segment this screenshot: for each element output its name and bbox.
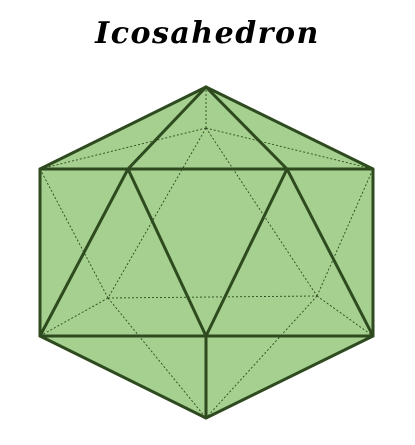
hidden-edges [39,87,374,419]
diagram-title: Icosahedron [95,16,320,51]
visible-edges [38,85,375,420]
